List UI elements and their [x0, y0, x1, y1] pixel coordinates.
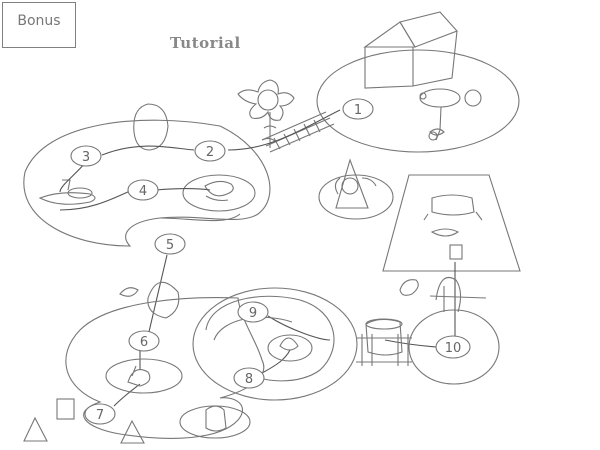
svg-text:10: 10 — [445, 341, 462, 356]
svg-text:1: 1 — [354, 103, 362, 118]
bridge-top — [261, 111, 335, 153]
svg-text:4: 4 — [139, 184, 147, 199]
path-lines — [59, 109, 437, 407]
map-title: Tutorial — [170, 34, 241, 52]
island-final — [408, 309, 500, 385]
level-node-9[interactable]: 9 — [237, 301, 269, 323]
lily-drawing — [38, 179, 96, 205]
stone-drawing — [399, 276, 487, 313]
island-pyramid — [318, 158, 394, 220]
svg-text:7: 7 — [96, 408, 104, 423]
island-left — [23, 103, 271, 247]
svg-text:2: 2 — [206, 145, 214, 160]
svg-text:9: 9 — [249, 306, 257, 321]
island-bottom-left — [65, 281, 265, 439]
triangle-shape — [23, 416, 48, 442]
island-top-right — [316, 11, 520, 153]
svg-text:6: 6 — [140, 335, 148, 350]
svg-text:8: 8 — [245, 372, 253, 387]
svg-text:3: 3 — [82, 150, 90, 165]
level-node-6[interactable]: 6 — [128, 330, 160, 352]
wallnut-drawing — [133, 103, 169, 151]
peashooter-drawing — [419, 88, 482, 141]
level-node-4[interactable]: 4 — [127, 179, 159, 201]
level-node-8[interactable]: 8 — [233, 367, 265, 389]
level-node-3[interactable]: 3 — [70, 145, 102, 167]
cabbage-drawing — [119, 281, 180, 319]
level-node-2[interactable]: 2 — [194, 140, 226, 162]
level-node-5[interactable]: 5 — [154, 233, 186, 255]
level-node-1[interactable]: 1 — [342, 98, 374, 120]
island-trapezoid — [382, 174, 521, 340]
house-drawing — [363, 11, 458, 89]
bridge-bottom — [356, 318, 412, 366]
triangle-shape — [120, 419, 145, 444]
bonus-button[interactable]: Bonus — [2, 2, 76, 48]
square-shape — [56, 398, 75, 420]
level-node-10[interactable]: 10 — [435, 335, 471, 359]
chomper-drawing — [204, 180, 234, 202]
svg-text:5: 5 — [166, 238, 174, 253]
island-spiral — [192, 287, 358, 401]
level-node-7[interactable]: 7 — [84, 403, 116, 425]
